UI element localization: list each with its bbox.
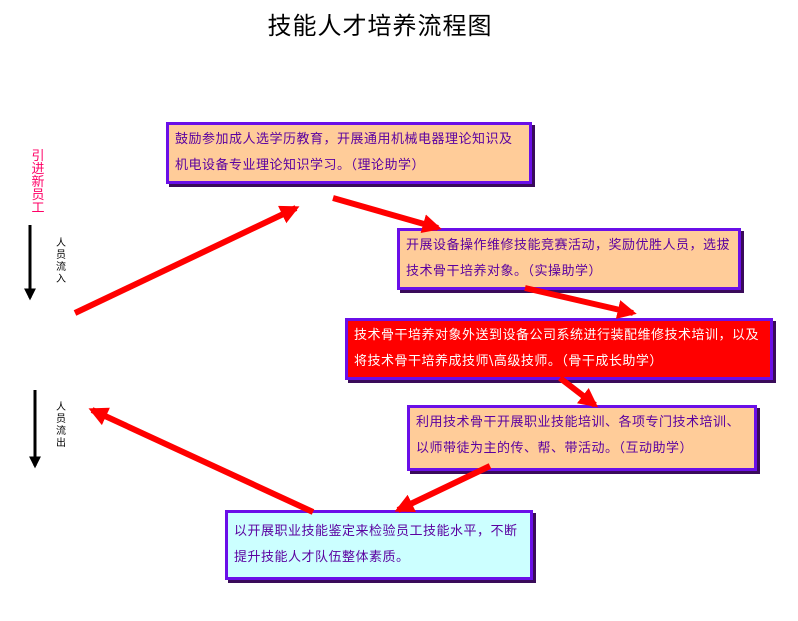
arrow-backbone-to-interactive	[558, 375, 599, 408]
arrow-interactive-to-appraisal	[394, 463, 492, 513]
skill-appraisal-box: 以开展职业技能鉴定来检验员工技能水平，不断提升技能人才队伍整体素质。	[225, 510, 533, 580]
backbone-growth-box: 技术骨干培养对象外送到设备公司系统进行装配维修技术培训，以及将技术骨干培养成技师…	[345, 318, 773, 380]
interactive-training-box: 利用技术骨干开展职业技能培训、各项专门技术培训、以师带徒为主的传、帮、带活动。（…	[407, 405, 757, 471]
staff-outflow-label: 人员流出	[56, 402, 66, 449]
arrow-practice-to-backbone	[524, 285, 637, 319]
page-title: 技能人才培养流程图	[267, 12, 493, 40]
arrow-theory-to-practice	[332, 195, 442, 234]
recruit-new-staff-label: 引进新员工	[31, 149, 45, 216]
arrow-appraisal-to-outflow	[88, 407, 315, 515]
theory-study-box: 鼓励参加成人选学历教育，开展通用机械电器理论知识及机电设备专业理论知识学习。（理…	[166, 122, 532, 184]
arrow-to-theory	[73, 205, 300, 316]
practical-skills-box: 开展设备操作维修技能竞赛活动，奖励优胜人员，选拔技术骨干培养对象。（实操助学）	[397, 228, 741, 290]
staff-inflow-label: 人员流入	[56, 238, 66, 285]
